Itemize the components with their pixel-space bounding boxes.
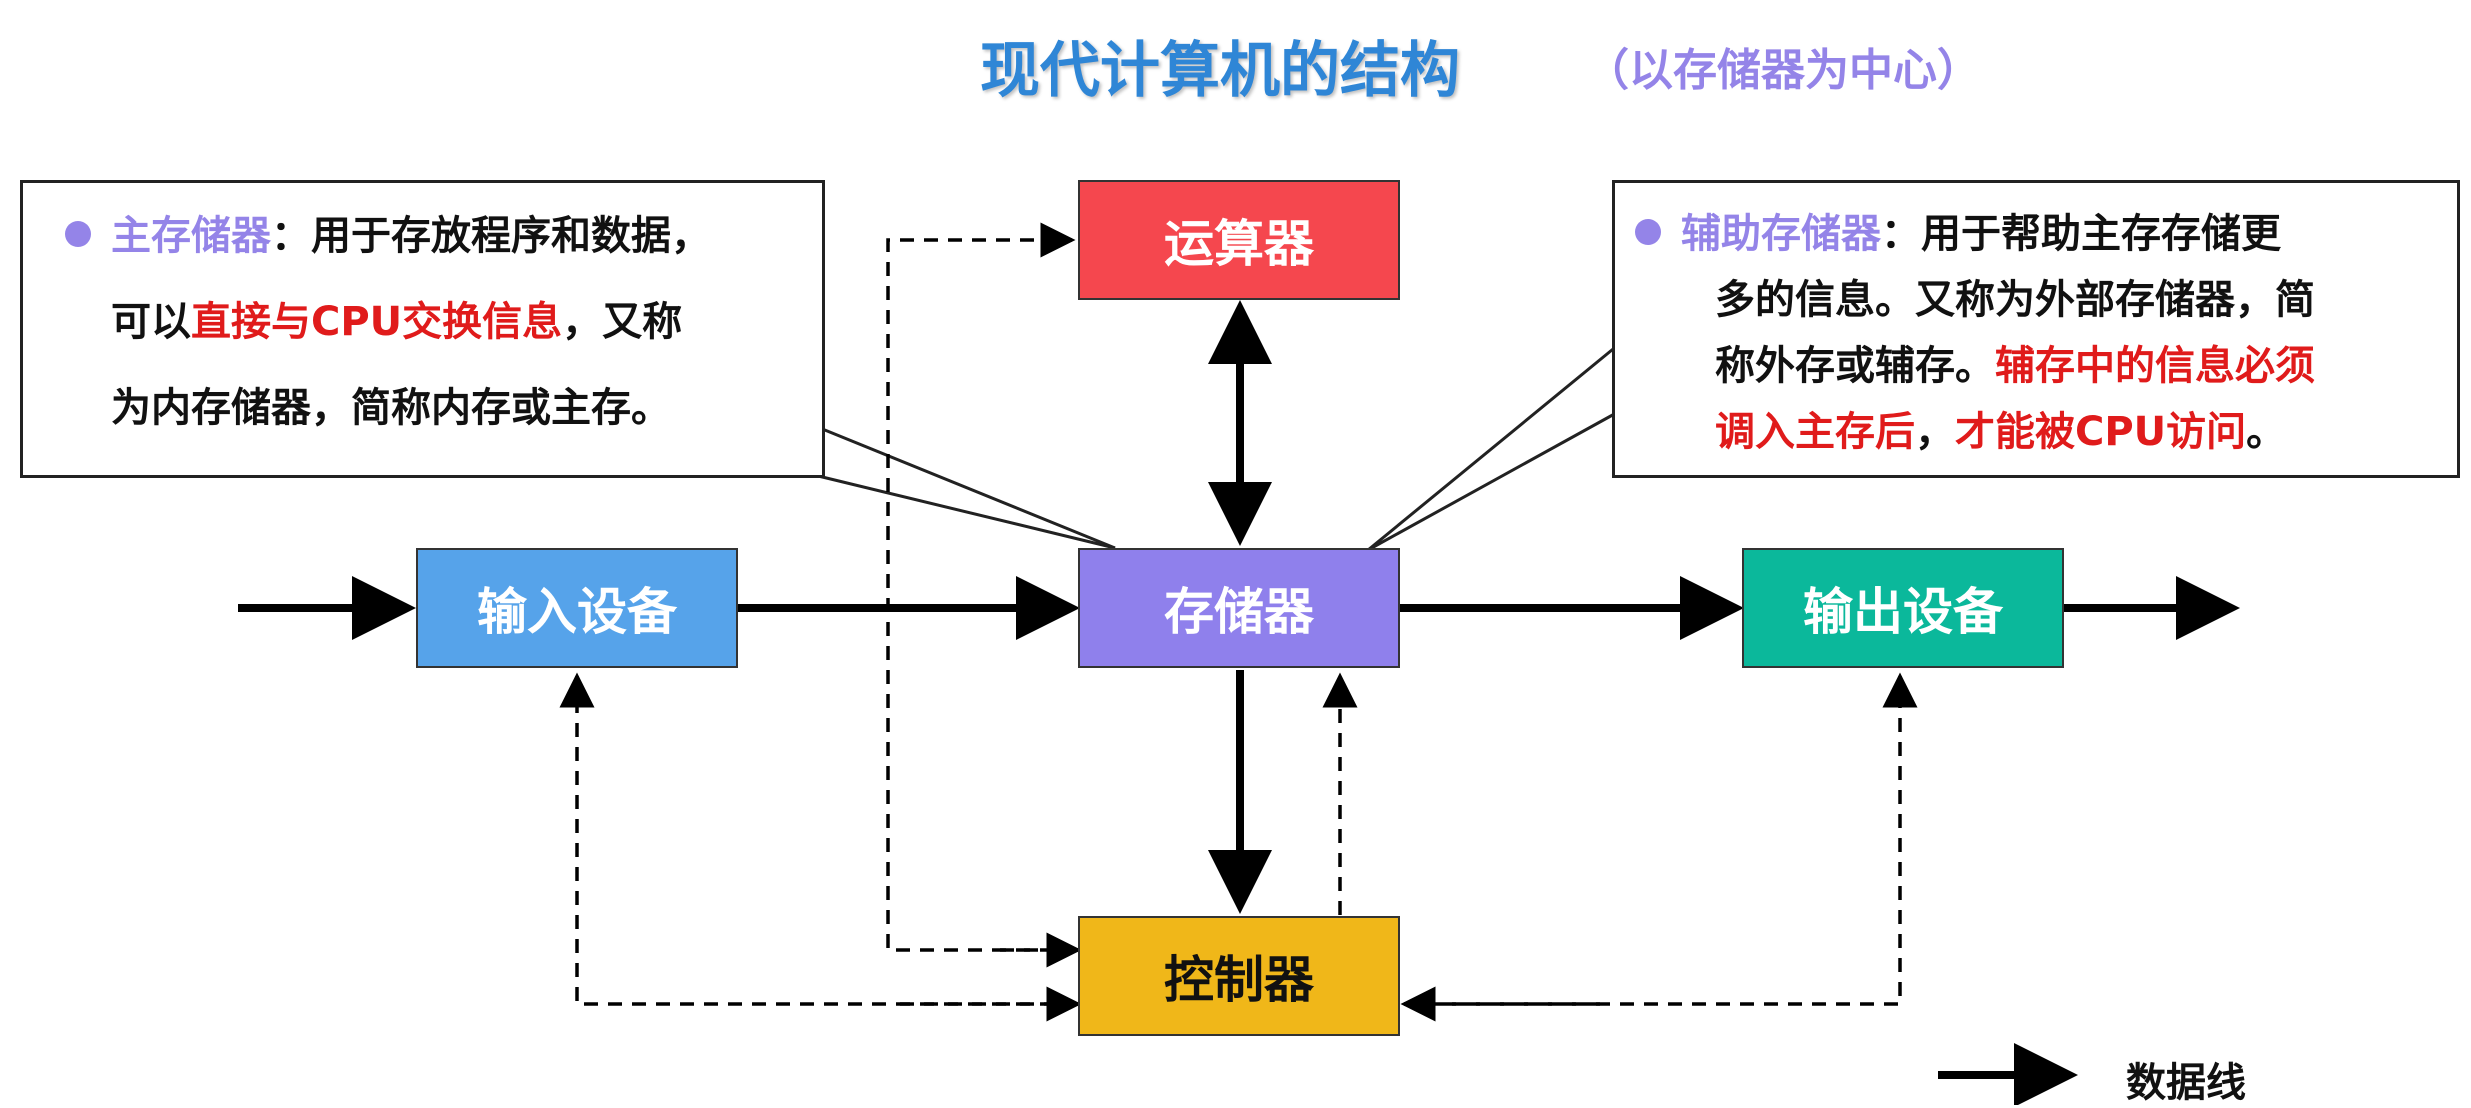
legend-label: 数据线 bbox=[2126, 1060, 2246, 1106]
node-memory[interactable]: 存储器 bbox=[1078, 548, 1400, 668]
output-to-control-line bbox=[1400, 672, 1918, 1022]
term-aux-memory: 辅助存储器 bbox=[1681, 211, 1881, 257]
callout-text: ：用于帮助主存存储更 bbox=[1881, 211, 2281, 257]
bullet-icon bbox=[1635, 219, 1661, 245]
node-input-device[interactable]: 输入设备 bbox=[416, 548, 738, 668]
callout-highlight: 才能被CPU访问 bbox=[1955, 409, 2247, 455]
callout-right-pointer bbox=[1367, 343, 1619, 552]
callout-left-pointer bbox=[809, 422, 1116, 550]
callout-aux-memory: 辅助存储器：用于帮助主存存储更 多的信息。又称为外部存储器，简 称外存或辅存。辅… bbox=[1612, 180, 2460, 478]
callout-text: ，又称 bbox=[562, 299, 683, 345]
callout-aux-memory-line-4: 调入主存后，才能被CPU访问。 bbox=[1635, 399, 2457, 465]
callout-aux-memory-line-2: 多的信息。又称为外部存储器，简 bbox=[1635, 267, 2457, 333]
callout-main-memory-line-1: 主存储器：用于存放程序和数据， bbox=[65, 193, 822, 279]
callout-text: 为内存储器，简称内存或主存。 bbox=[111, 385, 671, 431]
callout-main-memory: 主存储器：用于存放程序和数据， 可以直接与CPU交换信息，又称 为内存储器，简称… bbox=[20, 180, 825, 478]
callout-text: 称外存或辅存。 bbox=[1715, 343, 1995, 389]
node-alu[interactable]: 运算器 bbox=[1078, 180, 1400, 300]
bullet-icon bbox=[65, 221, 91, 247]
callout-text: 。 bbox=[2246, 409, 2287, 455]
callout-highlight: 辅存中的信息必须 bbox=[1995, 343, 2315, 389]
callout-text: 可以 bbox=[111, 299, 191, 345]
term-main-memory: 主存储器 bbox=[111, 213, 271, 259]
callout-text: ， bbox=[1915, 409, 1955, 455]
callout-aux-memory-line-3: 称外存或辅存。辅存中的信息必须 bbox=[1635, 333, 2457, 399]
control-line-to-input bbox=[559, 672, 1082, 1022]
diagram-title: 现代计算机的结构 bbox=[980, 36, 1460, 106]
node-controller[interactable]: 控制器 bbox=[1078, 916, 1400, 1036]
control-line-to-alu bbox=[886, 222, 1078, 952]
node-output-device[interactable]: 输出设备 bbox=[1742, 548, 2064, 668]
callout-text: ：用于存放程序和数据， bbox=[271, 213, 711, 259]
callout-main-memory-line-2: 可以直接与CPU交换信息，又称 bbox=[65, 279, 822, 365]
callout-highlight: 调入主存后 bbox=[1715, 409, 1915, 455]
callout-aux-memory-line-1: 辅助存储器：用于帮助主存存储更 bbox=[1635, 201, 2457, 267]
callout-highlight: 直接与CPU交换信息 bbox=[191, 299, 563, 345]
diagram-subtitle: （以存储器为中心） bbox=[1585, 45, 1981, 96]
callout-text: 多的信息。又称为外部存储器，简 bbox=[1715, 277, 2315, 323]
callout-main-memory-line-3: 为内存储器，简称内存或主存。 bbox=[65, 365, 822, 451]
